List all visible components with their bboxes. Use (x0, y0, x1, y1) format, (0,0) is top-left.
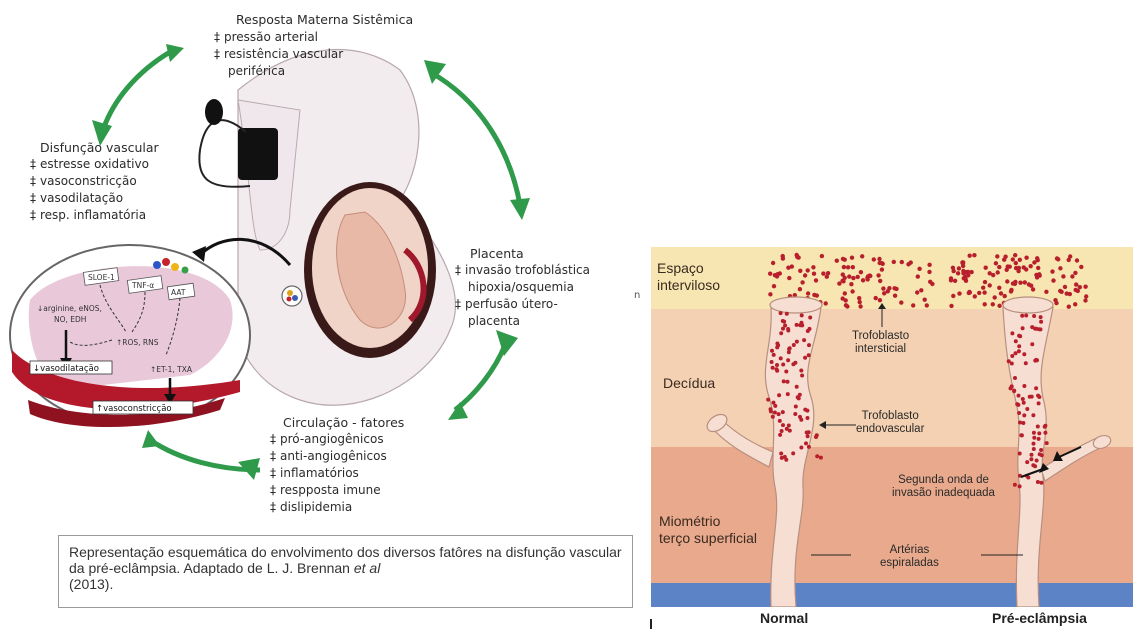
inset-no-edh-label: NO, EDH (54, 315, 86, 324)
bottom-item-3: respposta imune (280, 483, 381, 497)
bp-cuff (238, 128, 278, 180)
tick-mark (650, 619, 652, 629)
updown-mark-icon: ‡ (30, 191, 36, 205)
label-interviloso: Espaço interviloso (657, 260, 720, 294)
top-text-block: Resposta Materna Sistêmica (236, 11, 413, 28)
top-title: Resposta Materna Sistêmica (236, 11, 413, 28)
inset-vasocons-label: ↑vasoconstricção (96, 404, 172, 414)
updown-mark-icon: ‡ (455, 263, 461, 277)
updown-mark-icon: ‡ (455, 297, 461, 311)
left-title: Disfunção vascular (40, 139, 159, 157)
right-item-3: placenta (468, 314, 520, 328)
updown-mark-icon: ‡ (270, 449, 276, 463)
layer-blue-base (651, 583, 1133, 607)
right-item-0: invasão trofoblástica (465, 263, 590, 277)
label-arterias: Artérias espiraladas (880, 544, 939, 570)
updown-mark-icon: ‡ (270, 500, 276, 514)
top-item-0: pressão arterial (224, 30, 318, 44)
left-item-1: vasoconstricção (40, 174, 137, 188)
updown-mark-icon: ‡ (270, 432, 276, 446)
bp-bulb-icon (205, 99, 223, 125)
zoom-circle-icon (282, 286, 302, 306)
updown-mark-icon: ‡ (214, 30, 220, 44)
right-title: Placenta (470, 245, 524, 263)
left-item-0: estresse oxidativo (40, 157, 149, 171)
inset-sflt-label: SLOE-1 (88, 273, 115, 282)
bottom-title: Circulação - fatores (283, 414, 404, 432)
bottom-item-4: dislipidemia (280, 500, 352, 514)
stray-letter: n (634, 290, 640, 301)
molecule-blue-icon (153, 261, 161, 269)
label-trof-intersticial: Trofoblasto intersticial (852, 330, 909, 356)
inset-vasodilat-label: ↓vasodilatação (33, 364, 99, 374)
left-list: ‡ estresse oxidativo ‡ vasoconstricção ‡ va… (30, 156, 149, 224)
updown-mark-icon: ‡ (270, 466, 276, 480)
inset-arginine-label: ↓arginine, eNOS, (37, 304, 102, 313)
caption-year: (2013). (69, 576, 113, 592)
inset-ros-label: ↑ROS, RNS (116, 338, 159, 347)
updown-mark-icon: ‡ (214, 47, 220, 61)
molecule-yellow-icon (171, 263, 179, 271)
bottom-list: ‡ pró-angiogênicos ‡ anti-angiogênicos ‡ in… (270, 431, 387, 516)
right-list: ‡invasão trofoblástica hipoxia/osquemia … (455, 262, 590, 330)
caption-text: Representação esquemática do envolviment… (69, 544, 624, 592)
right-item-2: perfusão útero- (465, 297, 558, 311)
molecule-green-icon (182, 267, 189, 274)
label-segunda-onda: Segunda onda de invasão inadequada (892, 474, 995, 500)
top-item-1: resistência vascular (224, 47, 343, 61)
layer-interviloso (651, 247, 1133, 309)
updown-mark-icon: ‡ (30, 174, 36, 188)
label-pre-eclampsia: Pré-eclâmpsia (992, 610, 1087, 626)
label-miometrio: Miométrio terço superficial (659, 513, 757, 547)
label-normal: Normal (760, 610, 808, 626)
inset-et1-label: ↑ET-1, TXA (150, 365, 193, 374)
molecule-red-icon (162, 258, 170, 266)
caption-etal: et al (354, 560, 380, 576)
top-list: ‡pressão arterial ‡resistência vascular … (214, 29, 343, 80)
label-decidua: Decídua (663, 375, 715, 392)
inset-aat-label: AAT (171, 288, 186, 297)
updown-mark-icon: ‡ (30, 157, 36, 171)
bottom-item-1: anti-angiogênicos (280, 449, 387, 463)
left-item-3: resp. inflamatória (40, 208, 146, 222)
right-item-1: hipoxia/osquemia (468, 280, 574, 294)
bottom-item-2: inflamatórios (280, 466, 359, 480)
left-item-2: vasodilatação (40, 191, 123, 205)
inset-tnf-label: TNF-α (131, 281, 154, 290)
top-item-2: periférica (228, 64, 285, 78)
caption-box: Representação esquemática do envolviment… (58, 535, 633, 608)
label-trof-endovascular: Trofoblasto endovascular (856, 410, 924, 436)
bottom-item-0: pró-angiogênicos (280, 432, 384, 446)
updown-mark-icon: ‡ (270, 483, 276, 497)
updown-mark-icon: ‡ (30, 208, 36, 222)
